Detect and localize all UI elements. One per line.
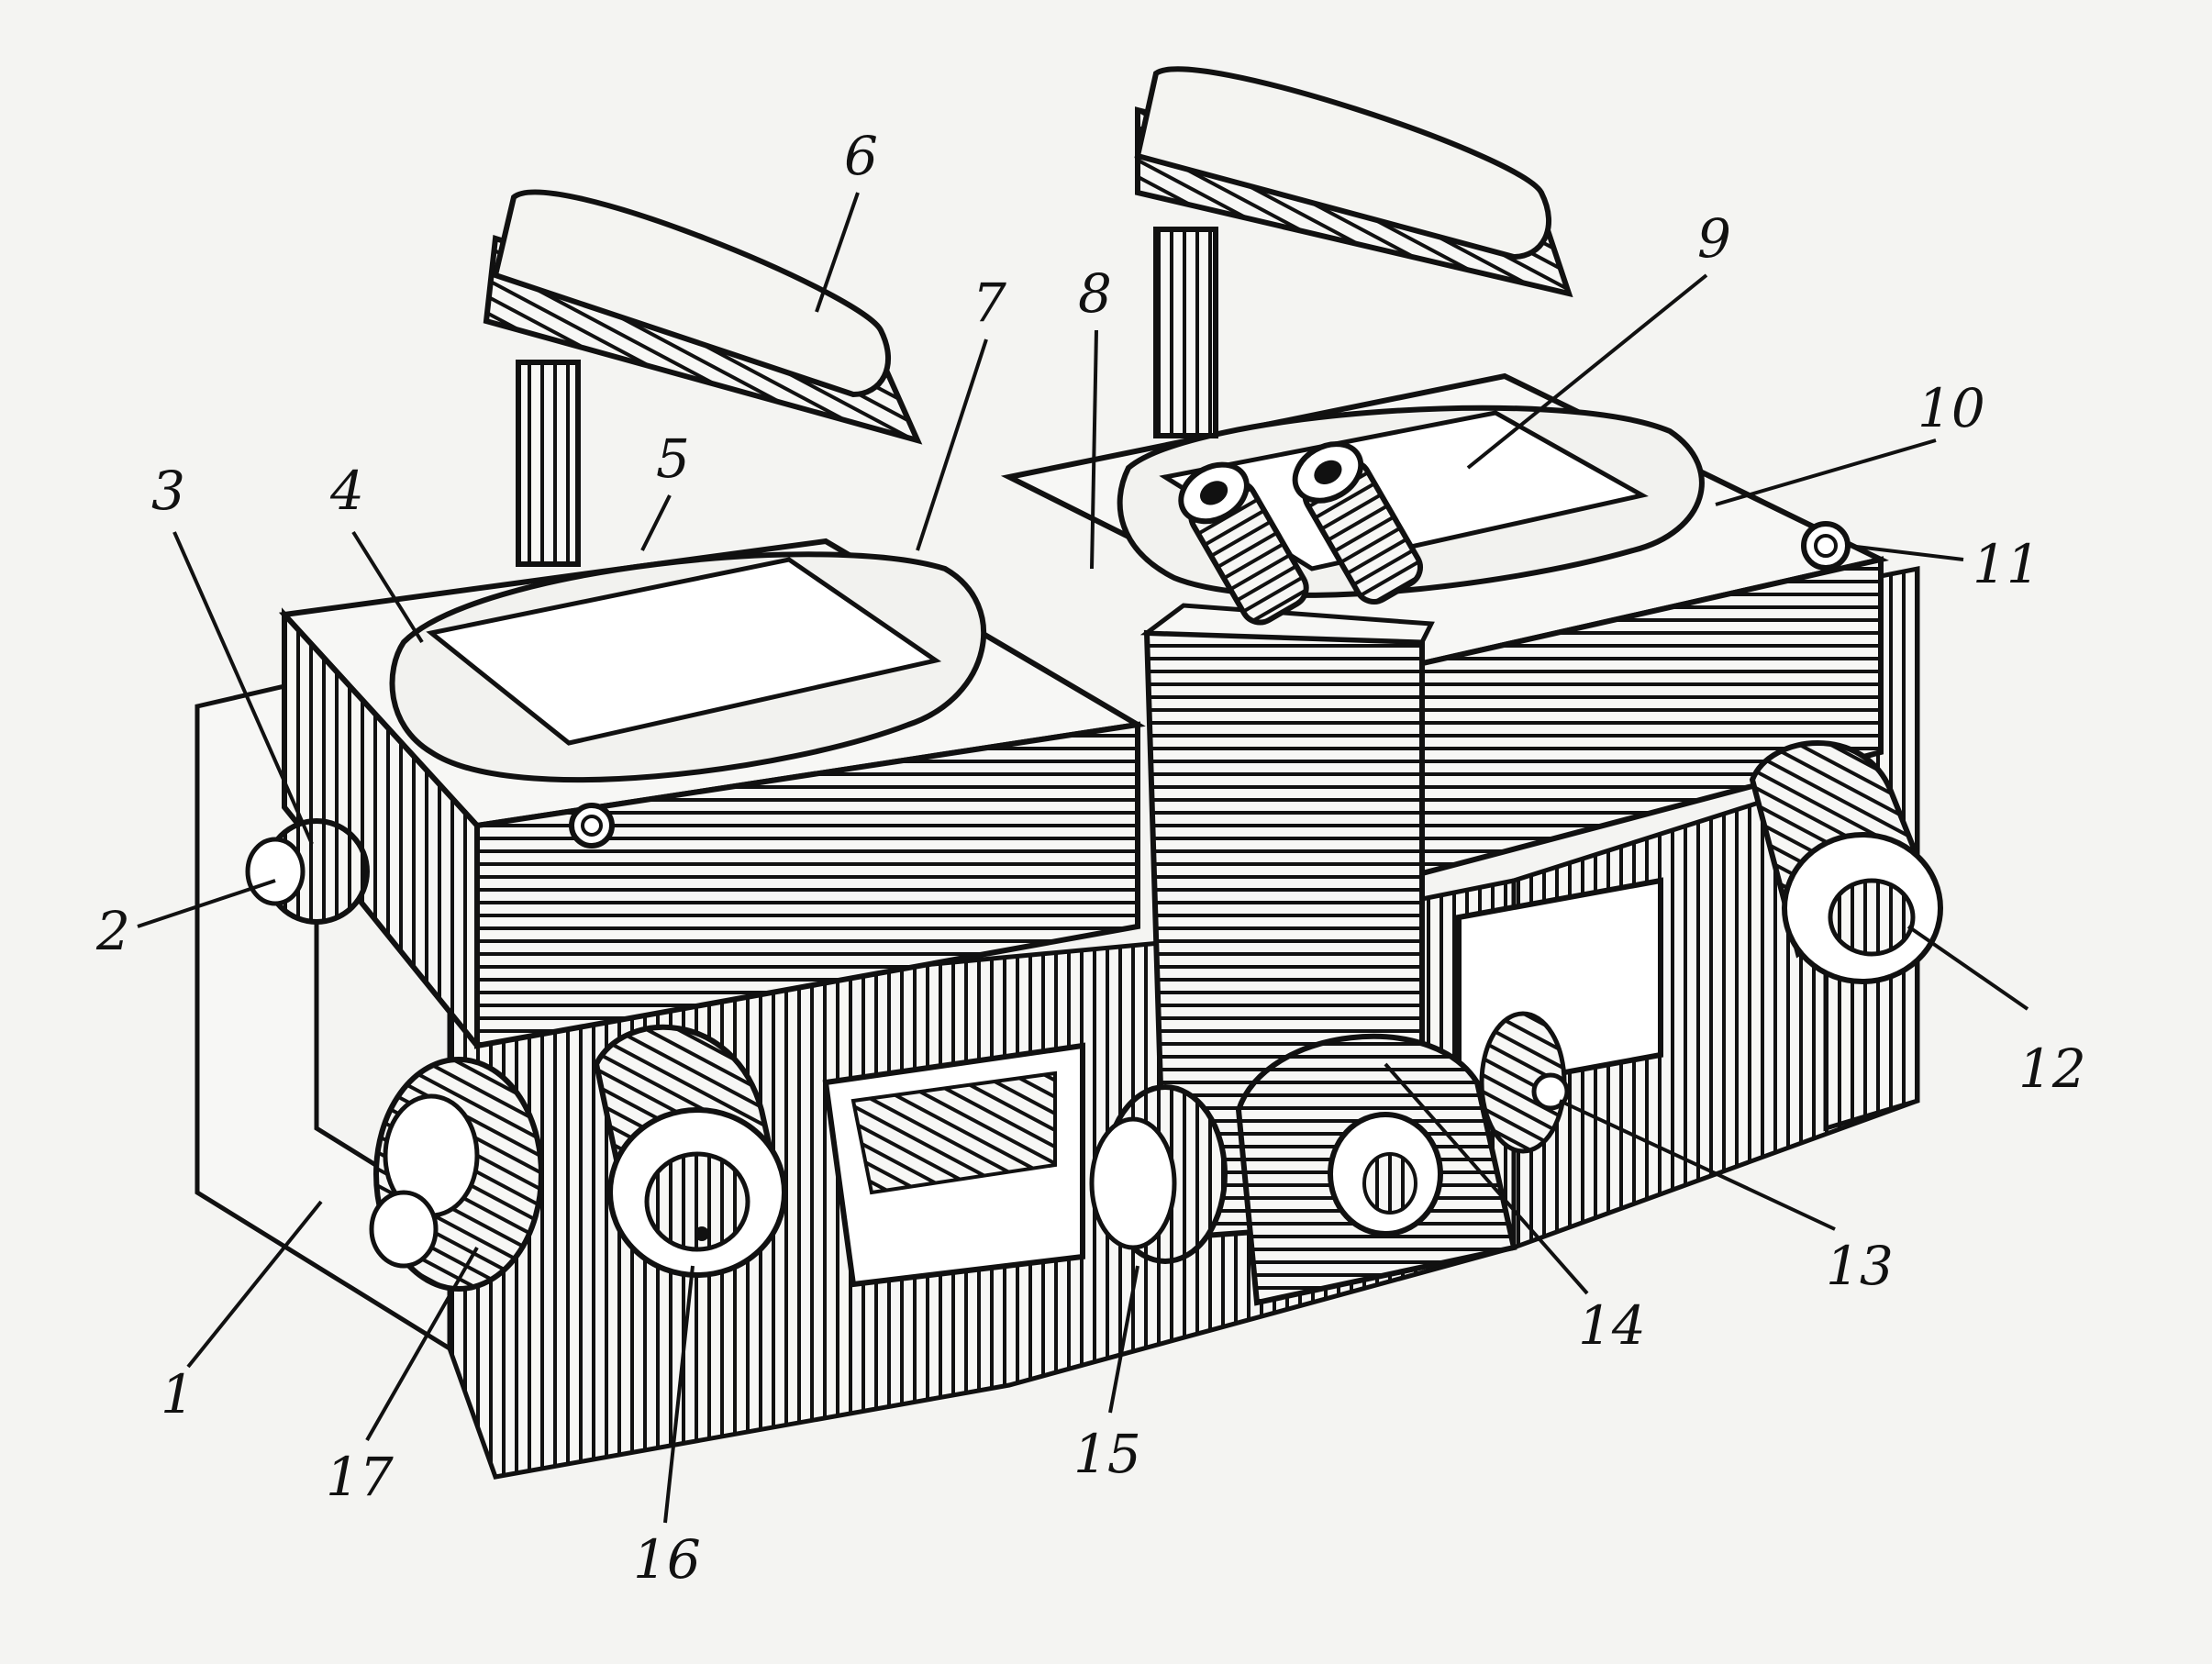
control-knobs bbox=[245, 740, 1943, 1306]
callout-12: 12 bbox=[2018, 1037, 2086, 1100]
right-stage bbox=[1000, 372, 1889, 884]
callout-14: 14 bbox=[1578, 1294, 1646, 1357]
callout-3: 3 bbox=[151, 460, 185, 522]
callout-15: 15 bbox=[1073, 1423, 1141, 1485]
callout-2: 2 bbox=[95, 900, 130, 962]
callout-1: 1 bbox=[161, 1363, 195, 1425]
callout-17: 17 bbox=[326, 1446, 394, 1508]
callout-7: 7 bbox=[973, 272, 1006, 334]
left-stage bbox=[278, 538, 1146, 1054]
callout-16: 16 bbox=[633, 1528, 701, 1591]
callout-11: 11 bbox=[1973, 533, 2040, 595]
callout-8: 8 bbox=[1078, 262, 1112, 325]
callout-13: 13 bbox=[1826, 1235, 1894, 1297]
lamp-right bbox=[1134, 66, 1573, 438]
callout-4: 4 bbox=[329, 460, 364, 522]
callout-5: 5 bbox=[656, 427, 690, 490]
callout-labels: 1 2 3 4 5 6 7 8 9 10 11 12 13 14 15 16 1… bbox=[95, 125, 2086, 1591]
callout-6: 6 bbox=[844, 125, 878, 187]
callout-10: 10 bbox=[1917, 377, 1985, 439]
callout-leaders bbox=[137, 192, 2029, 1524]
callout-9: 9 bbox=[1697, 207, 1731, 270]
lamp-left bbox=[483, 189, 923, 567]
